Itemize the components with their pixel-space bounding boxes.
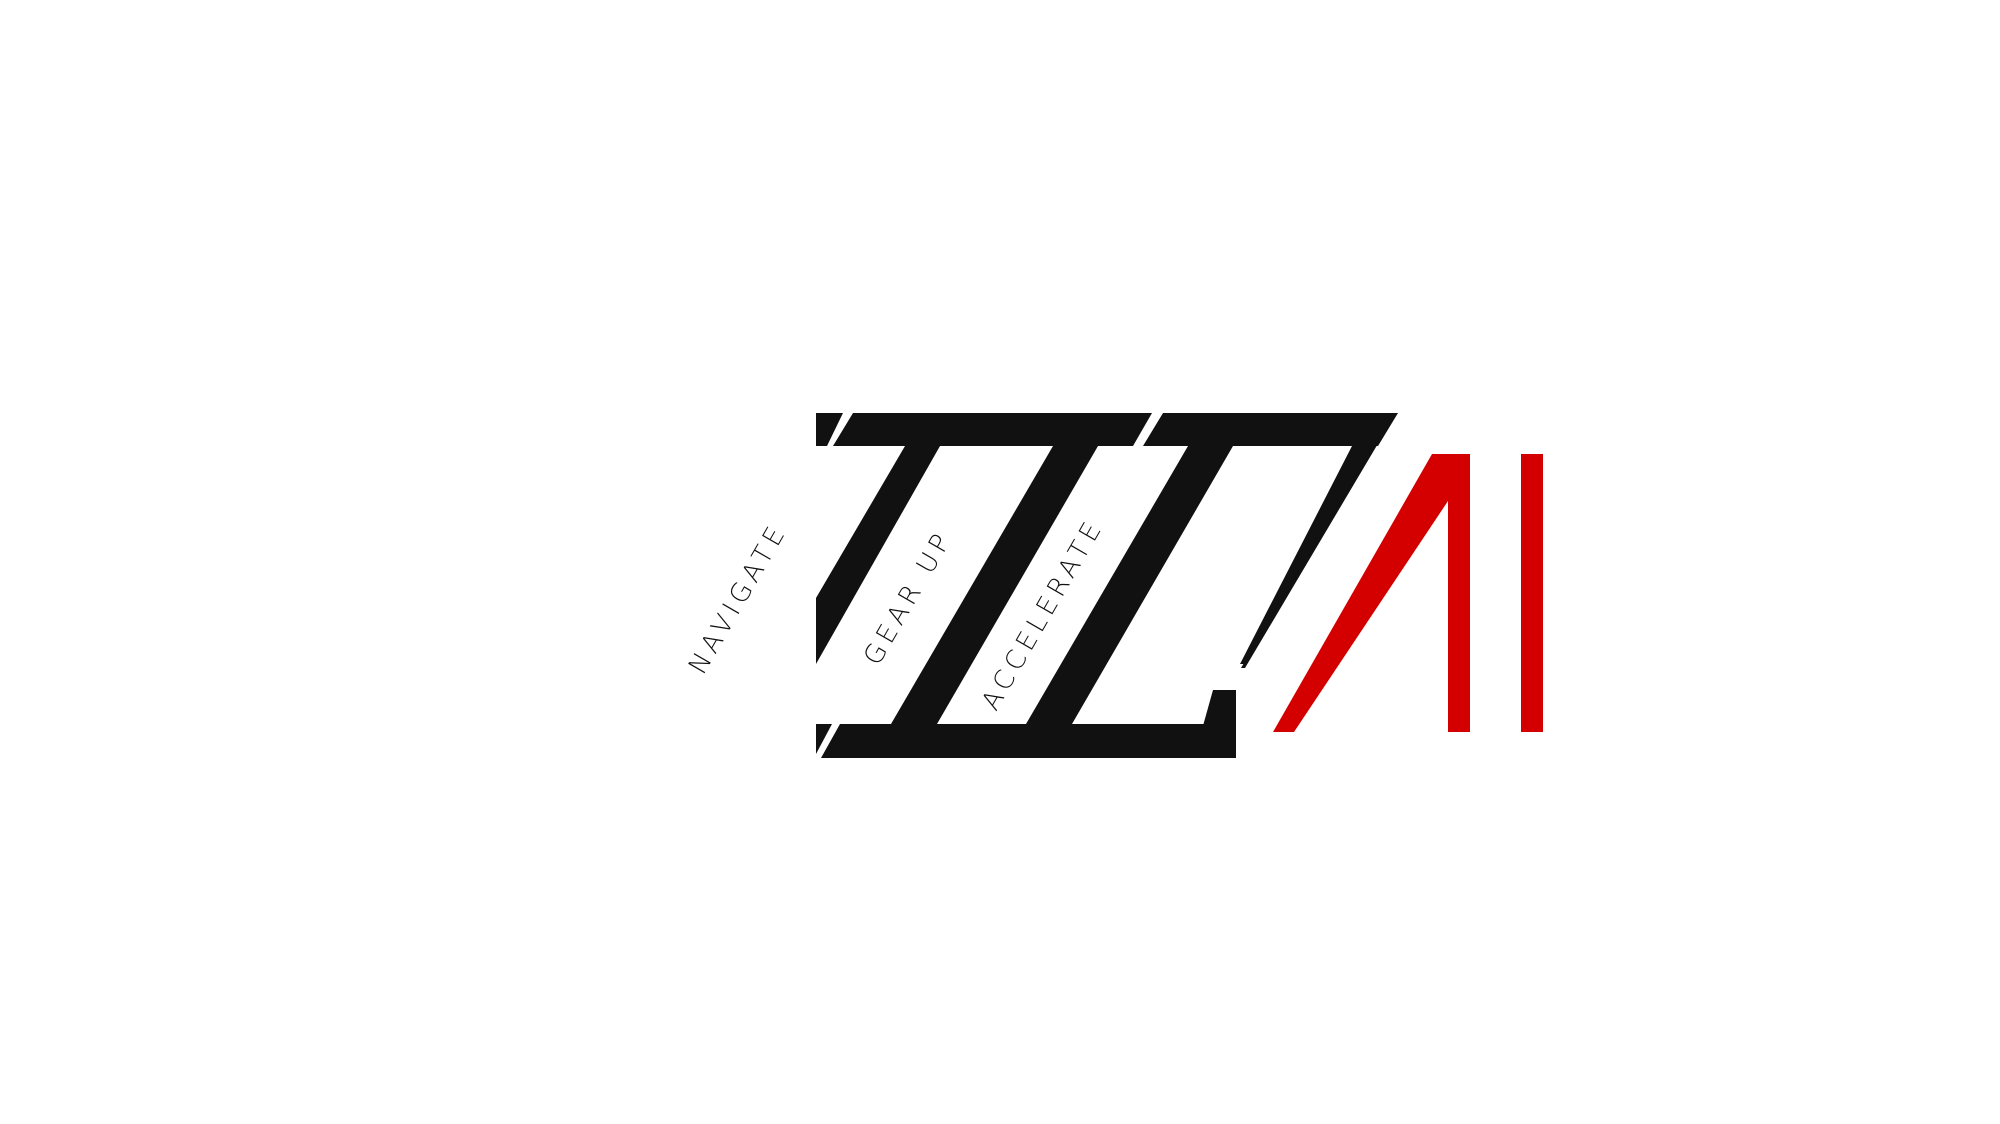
logo-stroke-2: [891, 446, 1098, 724]
logo-bottom-bar: [821, 690, 1236, 758]
logo-top-bar-tick: [816, 413, 843, 446]
logo-bottom-bar-tick: [816, 724, 832, 754]
logo-ai-i: [1521, 454, 1543, 732]
logo-mark: NAVIGATE GEAR UP ACCELERATE: [683, 413, 1543, 758]
tagline-navigate: NAVIGATE: [683, 518, 794, 680]
logo-bottom-bar-end: [1194, 690, 1236, 758]
logo-stroke-3: [1026, 446, 1233, 724]
logo-hairline: [1241, 420, 1392, 668]
logo-top-bar-right: [1143, 413, 1398, 446]
logo-top-bar-left: [833, 413, 1152, 446]
logo-ai-a-leg: [1448, 454, 1470, 732]
logo-stroke-1: [816, 446, 940, 664]
logo-ai-a-stroke: [1273, 454, 1470, 732]
